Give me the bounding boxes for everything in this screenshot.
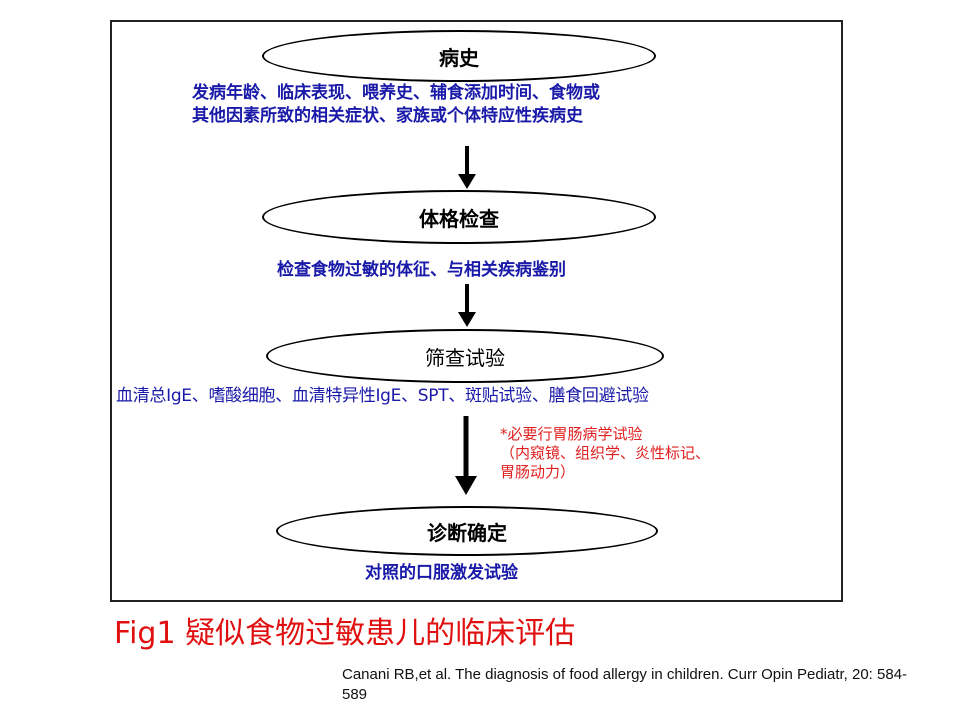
arrow-down-3	[455, 416, 477, 495]
step-history-node: 病史	[262, 30, 656, 82]
side-note-line-3: 胃肠动力）	[500, 463, 576, 481]
figure-caption: Fig1 疑似食物过敏患儿的临床评估	[114, 616, 576, 651]
step-physical-exam-label: 体格检查	[419, 206, 499, 231]
side-note-line-2: （内窥镜、组织学、炎性标记、	[500, 444, 711, 462]
step-history-desc-line-1: 发病年龄、临床表现、喂养史、辅食添加时间、食物或	[192, 83, 600, 103]
step-history-label: 病史	[439, 45, 479, 70]
step-screening-label: 筛查试验	[425, 345, 505, 370]
step-diagnosis-desc: 对照的口服激发试验	[365, 563, 518, 583]
flowchart-frame	[110, 20, 843, 602]
side-note-line-1: *必要行胃肠病学试验	[500, 425, 643, 443]
step-screening-desc: 血清总IgE、嗜酸细胞、血清特异性IgE、SPT、斑贴试验、膳食回避试验	[116, 386, 649, 406]
step-screening-node: 筛查试验	[266, 329, 664, 383]
citation: Canani RB,et al. The diagnosis of food a…	[342, 666, 908, 703]
step-physical-exam-desc: 检查食物过敏的体征、与相关疾病鉴别	[277, 260, 566, 280]
step-diagnosis-label: 诊断确定	[427, 520, 507, 545]
arrow-down-1	[458, 146, 476, 189]
arrow-down-2	[458, 284, 476, 327]
step-history-desc-line-2: 其他因素所致的相关症状、家族或个体特应性疾病史	[192, 106, 583, 126]
step-diagnosis-node: 诊断确定	[276, 506, 658, 556]
step-physical-exam-node: 体格检查	[262, 190, 656, 244]
